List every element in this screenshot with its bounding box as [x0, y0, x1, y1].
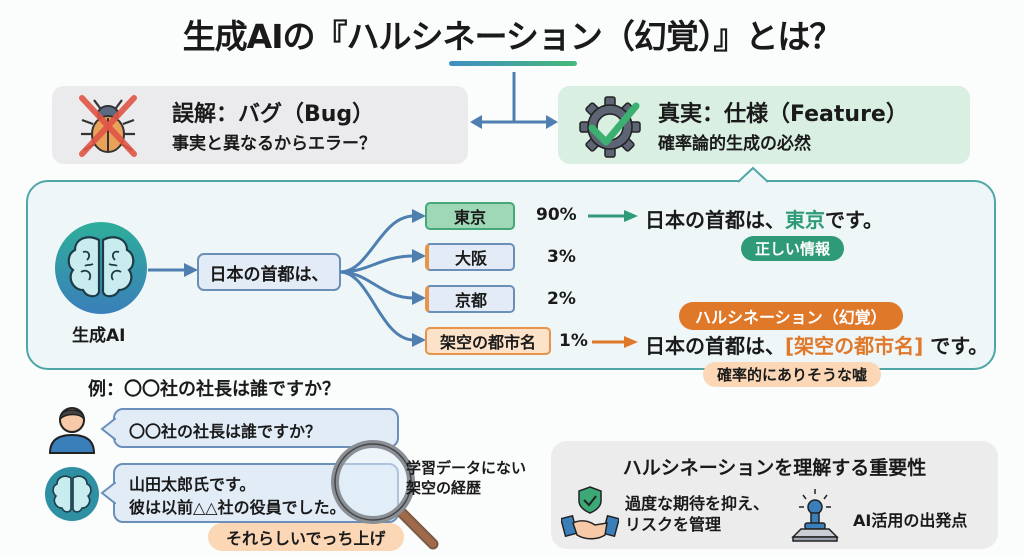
magnifier-icon [331, 440, 439, 550]
start-button-icon [791, 489, 839, 542]
option-osaka: 大阪 [425, 243, 515, 271]
user-message-text: 〇〇社の社長は誰ですか？ [129, 422, 322, 441]
ai-avatar-icon [45, 467, 99, 521]
split-arrows [470, 72, 558, 129]
user-message-bubble: 〇〇社の社長は誰ですか？ [113, 408, 399, 448]
fabrication-badge: それらしいでっち上げ [208, 523, 404, 551]
ai-message-line1: 山田太郎氏です。 [129, 475, 256, 494]
note-line2: 架空の経歴 [406, 479, 482, 497]
user-bubble-tail [100, 418, 116, 440]
truth-heading: 真実：仕様（Feature） [658, 102, 908, 127]
truth-subtext: 確率論的生成の必然 [658, 134, 811, 154]
wrong-answer: [架空の都市名] [785, 334, 924, 358]
page-title: 生成AIの『ハルシネーション（幻覚）』とは？ [182, 17, 843, 56]
option-kyoto: 京都 [425, 285, 515, 313]
importance-item-risk: 過度な期待を抑え、 リスクを管理 [625, 493, 769, 535]
importance-heading: ハルシネーションを理解する重要性 [622, 457, 927, 479]
correct-sentence: 日本の首都は、東京です。 [645, 204, 883, 233]
misconception-card: 誤解：バグ（Bug） 事実と異なるからエラー？ [52, 86, 468, 164]
arrow-hallucination [592, 336, 638, 348]
risk-line2: リスクを管理 [625, 515, 722, 534]
percent-tokyo: 90% [536, 205, 577, 225]
wrong-suffix: です。 [923, 334, 989, 358]
prompt-box: 日本の首都は、 [197, 253, 341, 291]
percent-kyoto: 2% [547, 289, 576, 309]
plausible-lie-badge: 確率的にありそうな嘘 [703, 362, 882, 387]
truth-card: 真実：仕様（Feature） 確率論的生成の必然 [558, 86, 970, 164]
option-fictional-city: 架空の都市名 [425, 327, 551, 355]
hallucination-badge: ハルシネーション（幻覚） [679, 302, 903, 330]
importance-item-starting-point: AI活用の出発点 [853, 511, 968, 530]
ai-message-line2: 彼は以前△△社の役員でした。 [129, 498, 346, 517]
title-underline [449, 61, 577, 66]
arrow-correct [588, 210, 638, 222]
crossed-bug-icon [79, 95, 137, 157]
correct-answer: 東京 [785, 208, 825, 232]
note-line1: 学習データにない [406, 459, 527, 477]
gear-check-icon [579, 96, 641, 158]
misconception-subtext: 事実と異なるからエラー？ [172, 134, 376, 154]
risk-line1: 過度な期待を抑え、 [625, 494, 770, 513]
correct-badge: 正しい情報 [741, 236, 845, 261]
ai-bubble-tail [100, 482, 116, 504]
percent-osaka: 3% [547, 247, 576, 267]
misconception-heading: 誤解：バグ（Bug） [172, 102, 375, 127]
branch-arrows [340, 209, 426, 347]
arrow-to-prompt [148, 263, 198, 277]
wrong-sentence: 日本の首都は、[架空の都市名] です。 [645, 330, 988, 359]
correct-prefix: 日本の首都は、 [645, 208, 785, 232]
fabricated-history-note: 学習データにない 架空の経歴 [406, 458, 526, 498]
importance-panel: ハルシネーションを理解する重要性 過度な期待を抑え、 リスクを管理 AI活用の出… [551, 441, 998, 549]
option-tokyo: 東京 [425, 202, 515, 230]
callout-notch [738, 166, 768, 183]
correct-suffix: です。 [825, 208, 883, 232]
ai-label: 生成AI [72, 326, 126, 346]
user-avatar-icon [48, 407, 96, 454]
example-heading: 例：〇〇社の社長は誰ですか？ [88, 379, 340, 400]
ai-brain-icon [55, 222, 147, 314]
percent-fictional: 1% [559, 331, 588, 351]
handshake-shield-icon [561, 486, 619, 540]
wrong-prefix: 日本の首都は、 [645, 334, 785, 358]
